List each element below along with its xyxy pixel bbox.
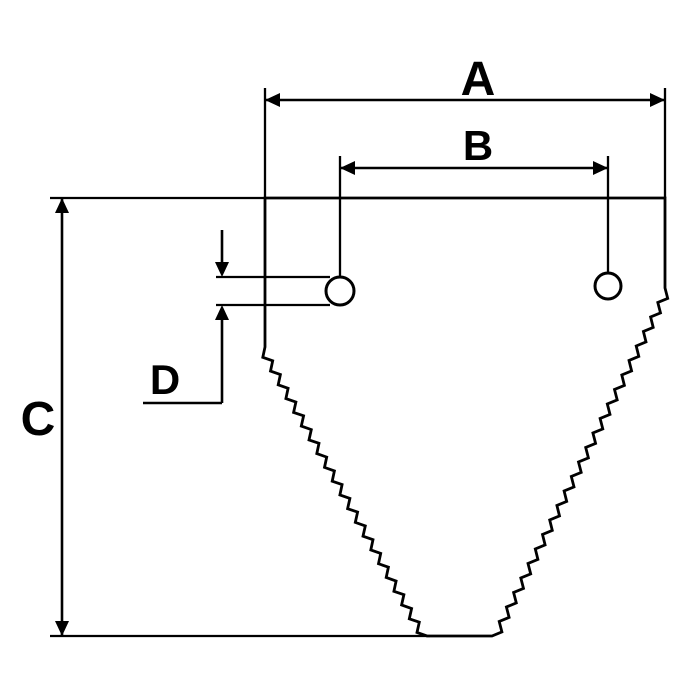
- dimension-b-arrowhead-right: [593, 161, 608, 175]
- dimension-d-label: D: [150, 356, 180, 403]
- dimension-c-arrowhead-bottom: [55, 621, 69, 636]
- blade-outline: [261, 196, 670, 638]
- dimension-b: B: [338, 122, 610, 277]
- dimension-c: C: [21, 196, 430, 638]
- blade-hole: [593, 271, 623, 301]
- dimension-d: D: [143, 230, 330, 405]
- dimension-a-arrowhead-right: [650, 93, 665, 107]
- dimension-b-arrowhead-left: [340, 161, 355, 175]
- dimension-c-label: C: [21, 393, 56, 446]
- dimension-a-label: A: [461, 53, 496, 106]
- dimension-b-label: B: [463, 122, 493, 169]
- dimension-d-arrowhead-down: [215, 262, 229, 277]
- dimension-c-arrowhead-top: [55, 198, 69, 213]
- blade-hole: [324, 275, 356, 307]
- dimension-a-arrowhead-left: [265, 93, 280, 107]
- dimension-a: A: [263, 53, 667, 198]
